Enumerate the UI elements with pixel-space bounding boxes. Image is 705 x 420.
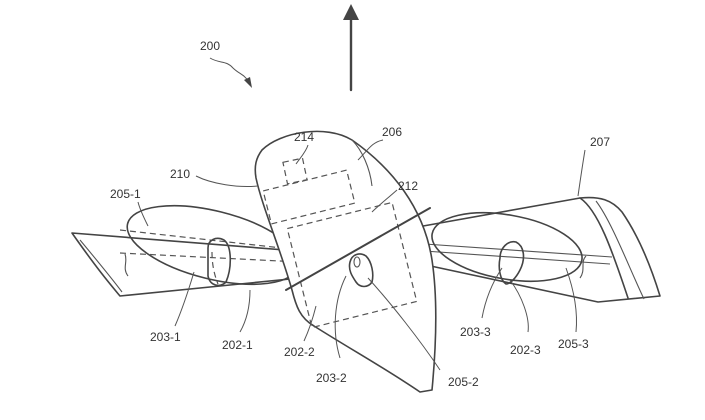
label-203-1: 203-1 bbox=[150, 330, 181, 344]
label-200: 200 bbox=[200, 39, 220, 53]
rotor-disk-205-3 bbox=[431, 212, 583, 282]
pod-203-3 bbox=[498, 240, 525, 285]
fuselage-210 bbox=[254, 130, 437, 393]
right-wing bbox=[411, 196, 661, 303]
label-207: 207 bbox=[590, 135, 610, 149]
reference-200: 200 bbox=[200, 39, 252, 88]
pod-203-1 bbox=[207, 237, 232, 287]
label-205-1: 205-1 bbox=[110, 187, 141, 201]
right-boom bbox=[409, 242, 613, 265]
label-205-3: 205-3 bbox=[558, 337, 589, 351]
label-212: 212 bbox=[398, 179, 418, 193]
label-202-1: 202-1 bbox=[222, 338, 253, 352]
label-202-2: 202-2 bbox=[284, 345, 315, 359]
label-205-2: 205-2 bbox=[448, 375, 479, 389]
label-206: 206 bbox=[382, 125, 402, 139]
label-203-2: 203-2 bbox=[316, 371, 347, 385]
label-202-3: 202-3 bbox=[510, 343, 541, 357]
reference-labels: 214 206 207 210 212 205-1 203-1 202-1 20… bbox=[110, 125, 610, 389]
internal-components bbox=[262, 157, 418, 329]
direction-arrow bbox=[343, 4, 359, 92]
label-203-3: 203-3 bbox=[460, 325, 491, 339]
leader-lines bbox=[137, 139, 586, 371]
label-210: 210 bbox=[170, 167, 190, 181]
label-214: 214 bbox=[294, 130, 314, 144]
left-wing bbox=[71, 232, 311, 297]
section-line-212 bbox=[285, 207, 431, 291]
